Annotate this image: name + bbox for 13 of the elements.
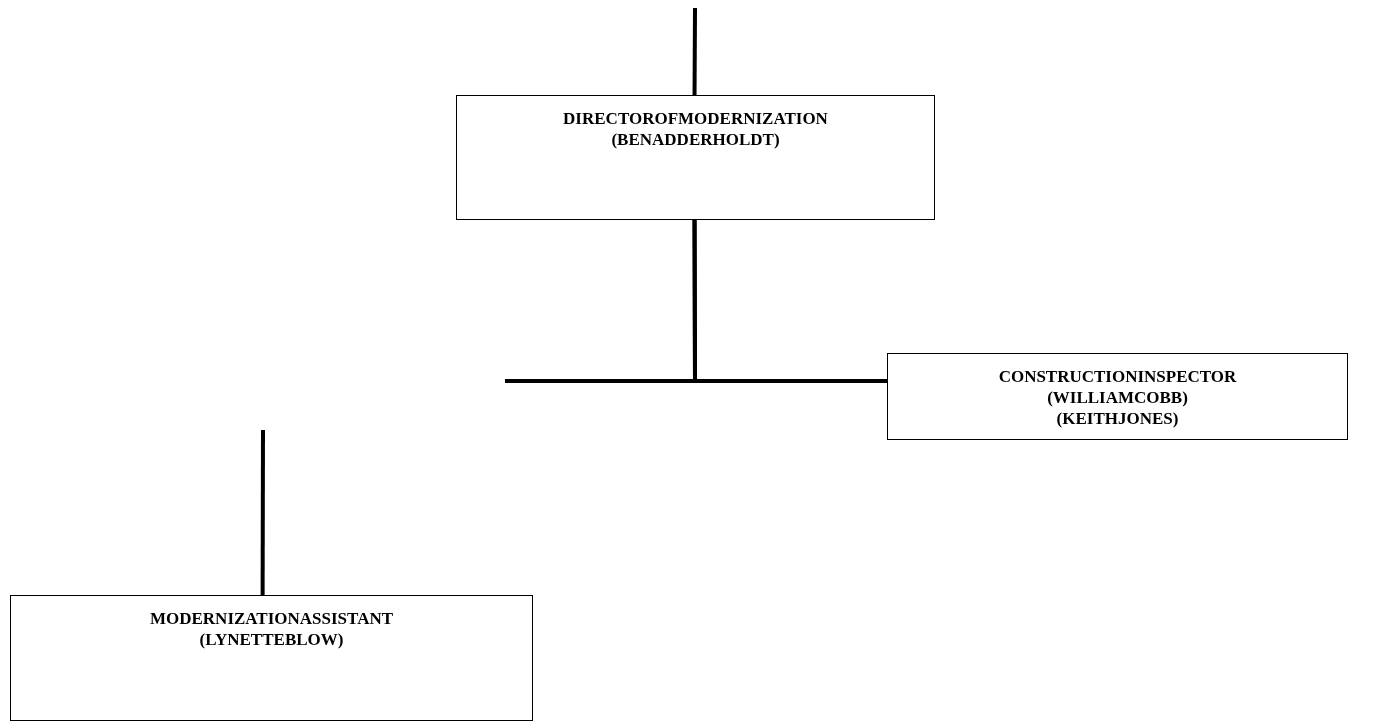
person-name: (LYNETTEBLOW): [198, 629, 345, 650]
person-name: (BENADDERHOLDT): [610, 129, 781, 150]
connector-line: [692, 8, 697, 95]
person-name: (KEITHJONES): [1055, 408, 1180, 429]
org-chart-box: [887, 353, 1348, 440]
position-title: DIRECTOROFMODERNIZATION: [562, 108, 829, 129]
connector-line: [260, 430, 265, 595]
connector-line: [505, 220, 697, 383]
position-title: MODERNIZATIONASSISTANT: [148, 608, 395, 629]
org-chart-box: [10, 595, 533, 721]
org-chart-box: [456, 95, 935, 220]
person-name: (WILLIAMCOBB): [1046, 387, 1189, 408]
position-title: CONSTRUCTIONINSPECTOR: [997, 366, 1238, 387]
